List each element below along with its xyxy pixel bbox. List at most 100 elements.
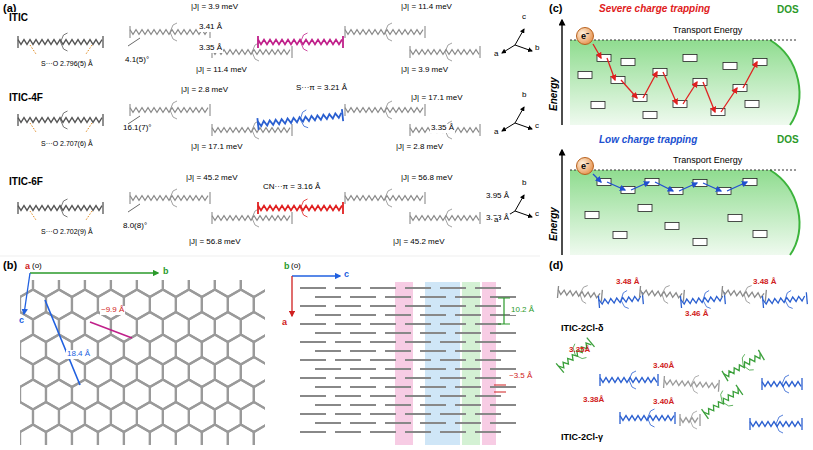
distance-label: S···O 2.707(6) Å [40,140,94,148]
crystal-packing [385,189,392,198]
polymorph-packing [599,296,641,304]
trapping-schematic [570,40,800,125]
crystal-packing [130,108,208,113]
crystal-packing [17,202,18,214]
crystal-packing [515,195,524,211]
packing-network [440,413,466,415]
packing-network [335,341,361,343]
distance-label: S···π = 3.21 Å [295,84,348,93]
trapping-schematic [727,182,747,191]
crystal-packing [424,192,425,204]
axis-label: c [534,210,540,219]
distance-label: ~3.5 Å [508,372,533,381]
packing-network [300,323,326,325]
trapping-schematic [643,72,657,98]
packing-network [335,287,361,289]
packing-network [385,368,411,370]
trapping-schematic [562,20,800,255]
packing-network [440,395,466,397]
packing-network [335,305,361,307]
packing-network [350,422,376,424]
title-label: Low charge trapping [598,134,698,145]
coupling-label: |J| = 11.4 meV [195,66,248,75]
distance-label: 18.4 Å [66,350,91,359]
crystal-packing [257,118,258,130]
packing-network [455,404,481,406]
trapping-schematic [703,82,715,112]
packing-network [124,425,150,446]
axis-label: DOS [776,134,800,145]
trapping-schematic [770,170,800,255]
polymorph-packing [765,290,766,302]
distance-label: 3.40Å [652,398,675,407]
distance-label: 3.41 Å [198,23,223,32]
packing-network [385,386,411,388]
trapping-schematic [621,80,637,98]
packing-network [475,341,501,343]
packing-network [385,404,411,406]
distance-label: 3.35 Å [198,44,223,53]
coupling-label: |J| = 11.4 meV [400,3,453,12]
axis-label: Transport Energy [672,26,743,36]
packing-network [455,296,481,298]
polymorph-packing [601,290,602,302]
polymorph-packing [621,291,627,301]
packing-network [405,377,431,379]
polymorph-packing [744,294,750,304]
axis-label: (o) [31,262,43,271]
crystal-packing [18,206,102,211]
molecule-name: ITIC-2Cl-δ [560,324,604,334]
distance-label: ~9.9 Å [100,306,125,315]
packing-network [300,395,326,397]
packing-network [455,422,481,424]
packing-network [370,413,396,415]
distance-label: S···O 2.702(9) Å [40,228,94,236]
crystal-packing [301,42,308,51]
trapping-schematic [723,63,737,70]
polymorph-packing [600,378,657,383]
polymorph-packing [722,402,733,406]
packing-network [350,404,376,406]
crystal-packing [515,123,532,129]
trapping-schematic [683,82,697,104]
packing-network [475,431,501,433]
packing-network [385,422,411,424]
polymorph-packing [776,415,783,424]
crystal-packing [502,45,515,53]
crystal-packing [129,104,130,116]
axis-label: c [18,316,25,326]
crystal-packing [17,36,18,48]
packing-network [475,323,501,325]
polymorph-packing [703,291,709,301]
crystal-packing [61,111,68,120]
packing-network [405,305,431,307]
packing-network [440,431,466,433]
axis-label: b [162,267,170,277]
packing-network [420,350,446,352]
axis-label: a [493,216,499,225]
axis-label: (o) [290,262,302,271]
packing-network [300,287,326,289]
crystal-packing [212,128,290,133]
polymorph-packing [599,374,600,386]
packing-network [440,287,466,289]
polymorph-packing [763,296,805,304]
trapping-schematic [665,223,679,230]
polymorph-packing [699,414,700,426]
packing-network [24,273,30,314]
packing-network [405,395,431,397]
crystal-packing [479,124,480,136]
trapping-schematic [693,180,707,187]
trapping-schematic [683,55,697,62]
packing-network [370,395,396,397]
trapping-schematic [663,72,677,104]
polymorph-packing [679,414,680,426]
packing-network [315,422,341,424]
crystal-packing [345,196,423,201]
electron-ball: e⁻ [576,27,594,45]
polymorph-packing [718,380,720,392]
coupling-label: |J| = 56.8 meV [400,174,454,183]
crystal-packing [258,113,342,126]
packing-network [350,386,376,388]
polymorph-packing [806,292,807,304]
